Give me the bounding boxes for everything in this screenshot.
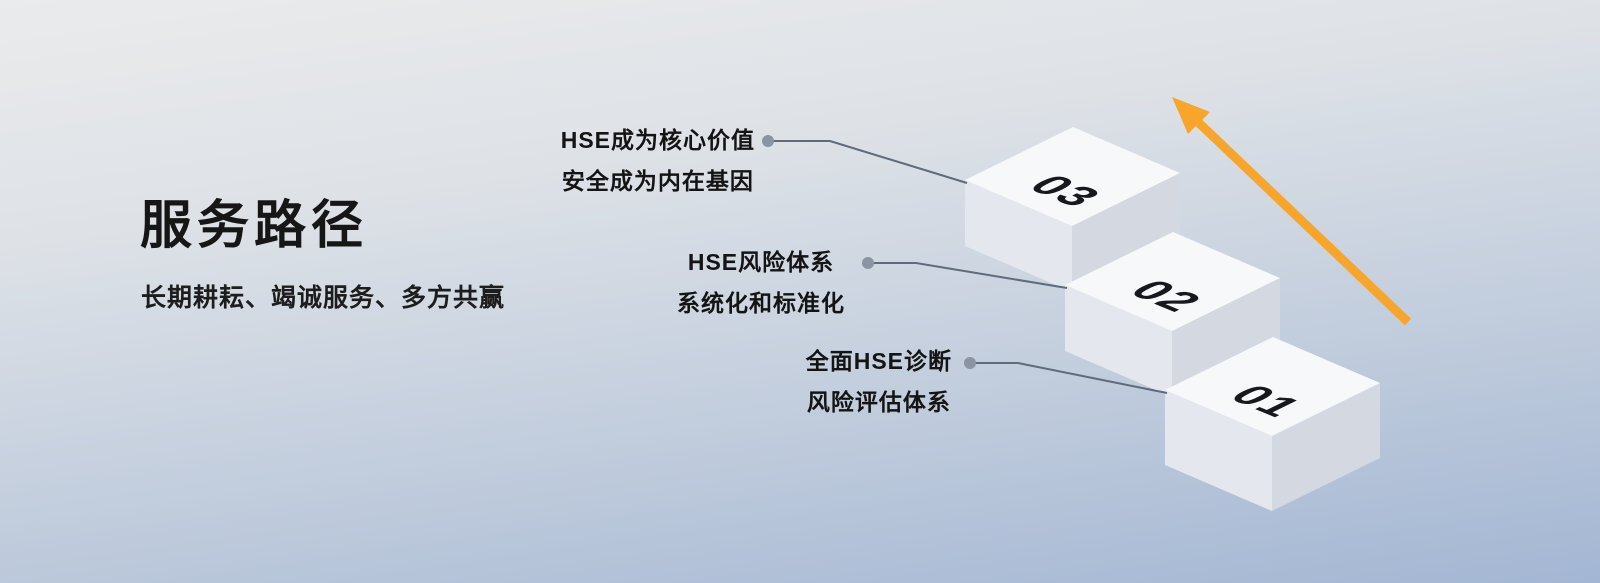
step-01-front-face [1165, 390, 1272, 511]
connector-dot-01 [964, 357, 976, 369]
connector-line-01 [970, 362, 1168, 394]
step-label-01-line1: 全面HSE诊断 [805, 348, 952, 374]
connector-dot-02 [862, 257, 874, 269]
step-label-03: HSE成为核心价值 安全成为内在基因 [561, 120, 755, 202]
connector-dot-03 [762, 135, 774, 147]
step-01-side-face [1272, 383, 1380, 511]
step-02-side-face [1172, 278, 1280, 397]
step-02-front-face [1065, 285, 1172, 397]
page-subtitle: 长期耕耘、竭诚服务、多方共赢 [141, 284, 506, 312]
step-label-03-line2: 安全成为内在基因 [561, 168, 754, 194]
growth-arrow-shaft [1195, 119, 1412, 326]
step-label-01-line2: 风险评估体系 [806, 389, 951, 415]
connector-line-03 [768, 140, 968, 184]
step-02-top-face [1065, 232, 1280, 331]
connector-line-02 [868, 262, 1068, 289]
step-03-top-face [965, 127, 1180, 226]
step-03-block [965, 127, 1180, 292]
connectors [768, 140, 1168, 394]
step-label-02: HSE风险体系 系统化和标准化 [677, 242, 845, 324]
step-label-03-line1: HSE成为核心价值 [560, 127, 755, 153]
step-01-top-face [1165, 337, 1380, 436]
step-03-side-face [1072, 173, 1180, 292]
step-02-block [1065, 232, 1280, 397]
step-label-02-line2: 系统化和标准化 [677, 290, 845, 316]
connector-dots [762, 135, 976, 369]
step-label-02-line1: HSE风险体系 [687, 249, 835, 275]
step-01-block [1165, 337, 1380, 511]
growth-arrow [1172, 97, 1412, 326]
growth-arrow-head [1172, 97, 1210, 134]
step-label-01: 全面HSE诊断 风险评估体系 [806, 341, 952, 423]
step-03-front-face [965, 180, 1072, 292]
page-title: 服务路径 [140, 197, 369, 255]
